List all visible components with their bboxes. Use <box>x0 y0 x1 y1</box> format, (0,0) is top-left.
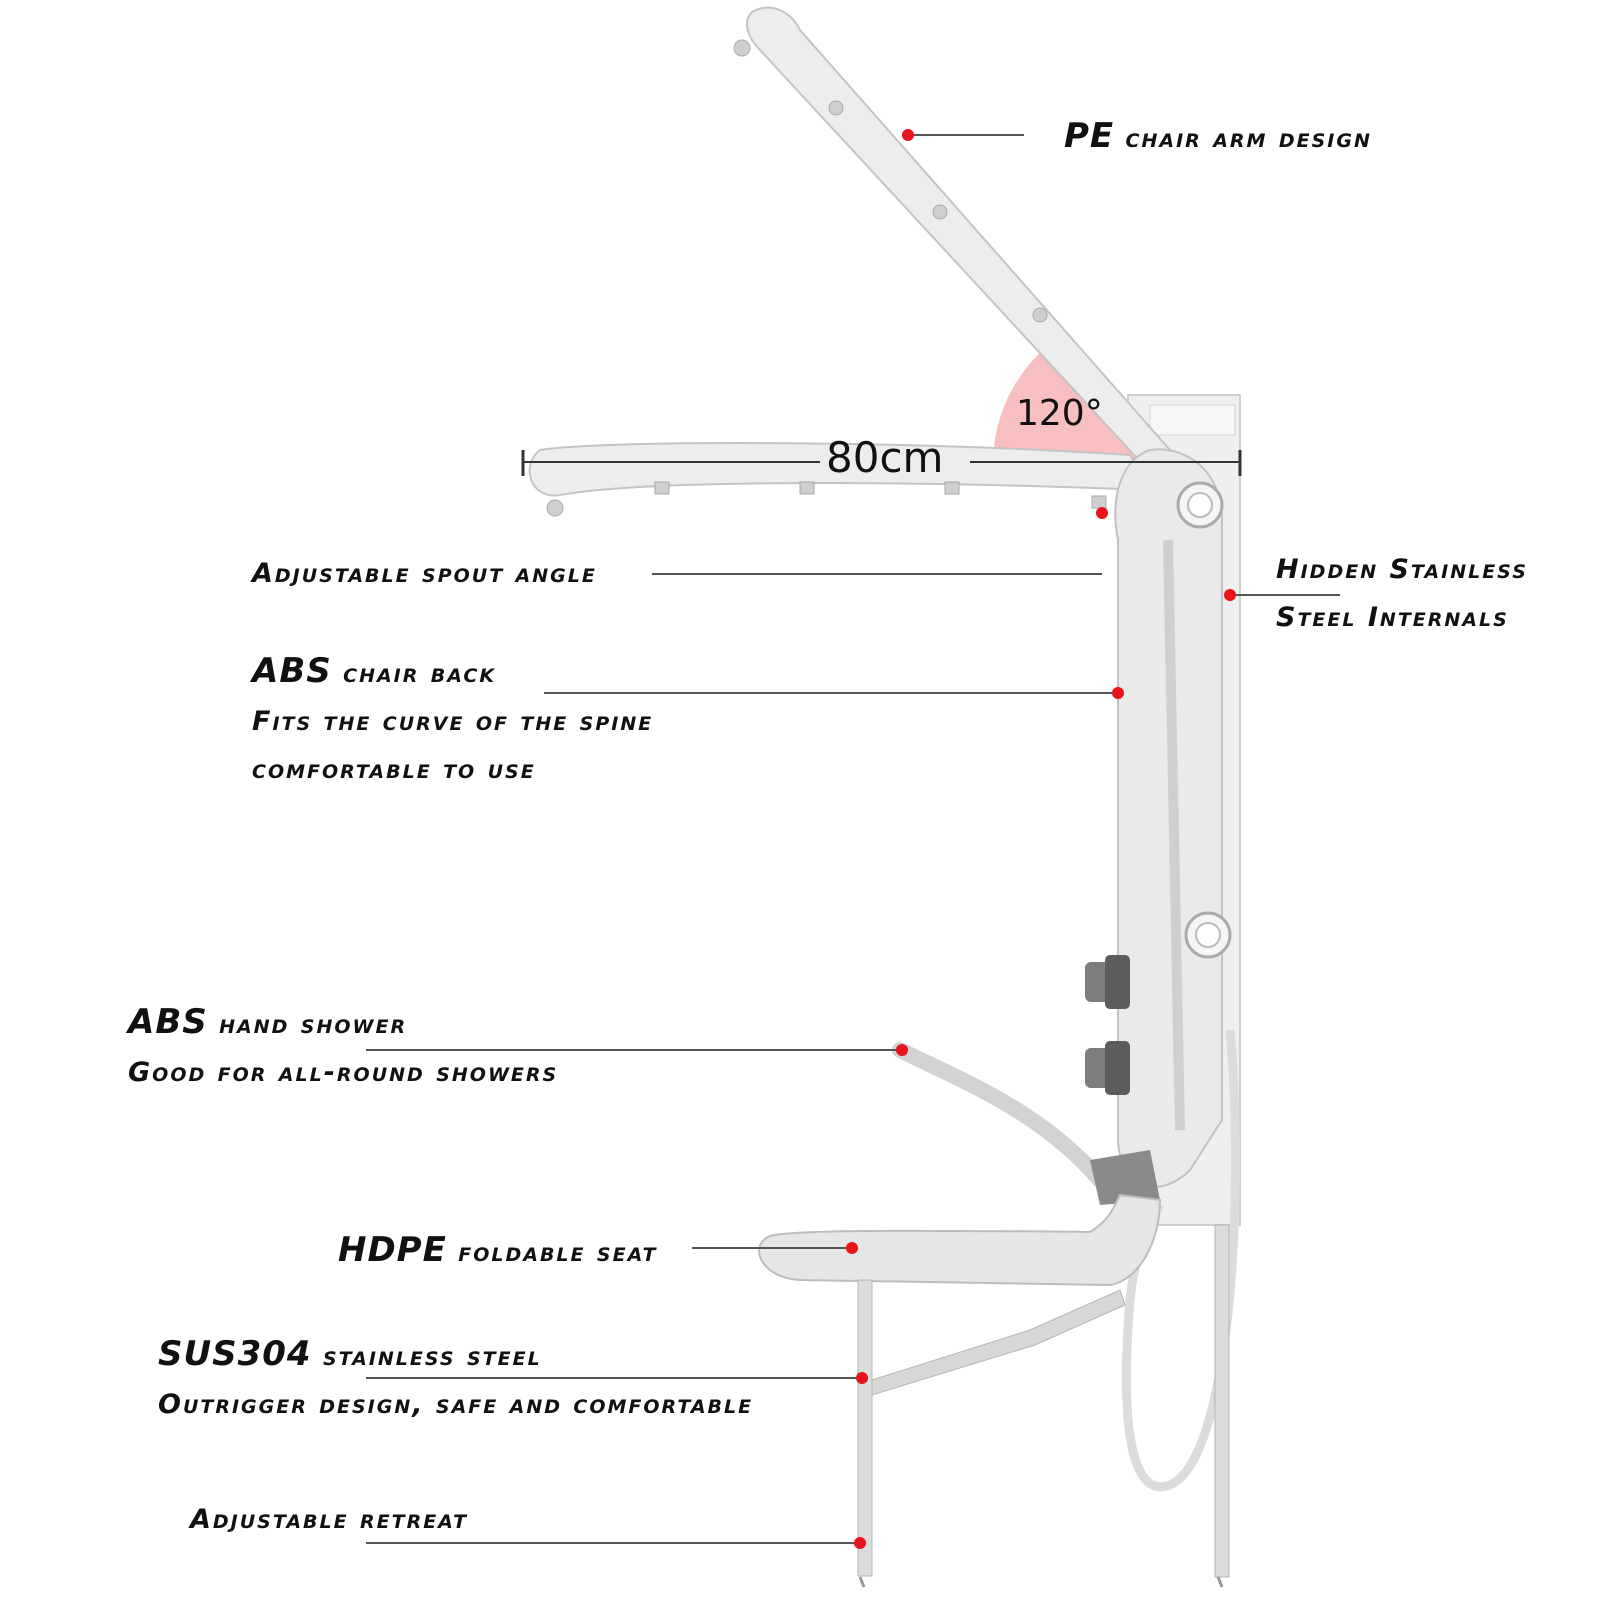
control-knobs <box>1085 955 1130 1095</box>
label-hand-shower: ABS hand shower Good for all-round showe… <box>128 1002 559 1088</box>
width-dimension <box>521 450 1242 476</box>
foldable-seat <box>758 1193 1162 1287</box>
dot-retreat <box>854 1537 866 1549</box>
dot-chair-back <box>1112 687 1124 699</box>
label-internals: Hidden Stainless Steel Internals <box>1276 554 1528 633</box>
leader-lines <box>366 134 1340 1544</box>
hand-shower <box>892 1042 1160 1205</box>
callout-dots <box>846 129 1236 1549</box>
chair-back <box>1114 448 1232 1188</box>
dot-spout <box>1096 507 1108 519</box>
label-seat: HDPE foldable seat <box>338 1230 658 1270</box>
angle-label: 120° <box>1016 393 1103 434</box>
label-steel: SUS304 stainless steel Outrigger design,… <box>158 1334 754 1420</box>
chair-arm-horizontal <box>528 442 1152 517</box>
dot-internals <box>1224 589 1236 601</box>
angle-sector <box>993 340 1148 463</box>
steel-legs <box>857 1224 1230 1588</box>
dot-seat <box>846 1242 858 1254</box>
label-pe-arm: PE chair arm design <box>1064 116 1372 156</box>
label-retreat: Adjustable retreat <box>190 1504 469 1535</box>
label-spout: Adjustable spout angle <box>252 558 597 589</box>
chair-arm-raised <box>733 6 1172 472</box>
dot-steel <box>856 1372 868 1384</box>
dot-hand-shower <box>896 1044 908 1056</box>
label-chair-back: ABS chair back Fits the curve of the spi… <box>252 651 654 785</box>
width-label: 80cm <box>826 433 944 482</box>
dot-pe-arm <box>902 129 914 141</box>
